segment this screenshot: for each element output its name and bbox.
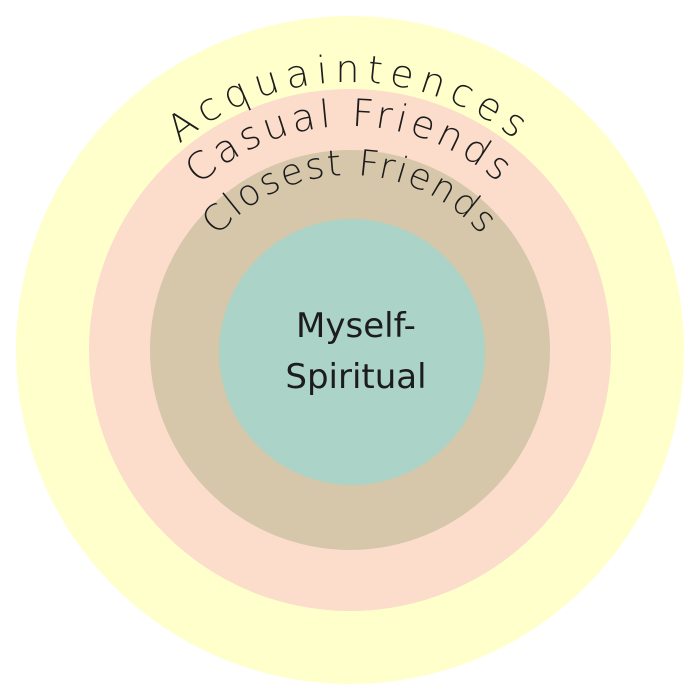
center-circle [219,219,485,485]
center-label-line2: Spiritual [285,357,426,397]
center-label-line1: Myself- [296,306,416,346]
